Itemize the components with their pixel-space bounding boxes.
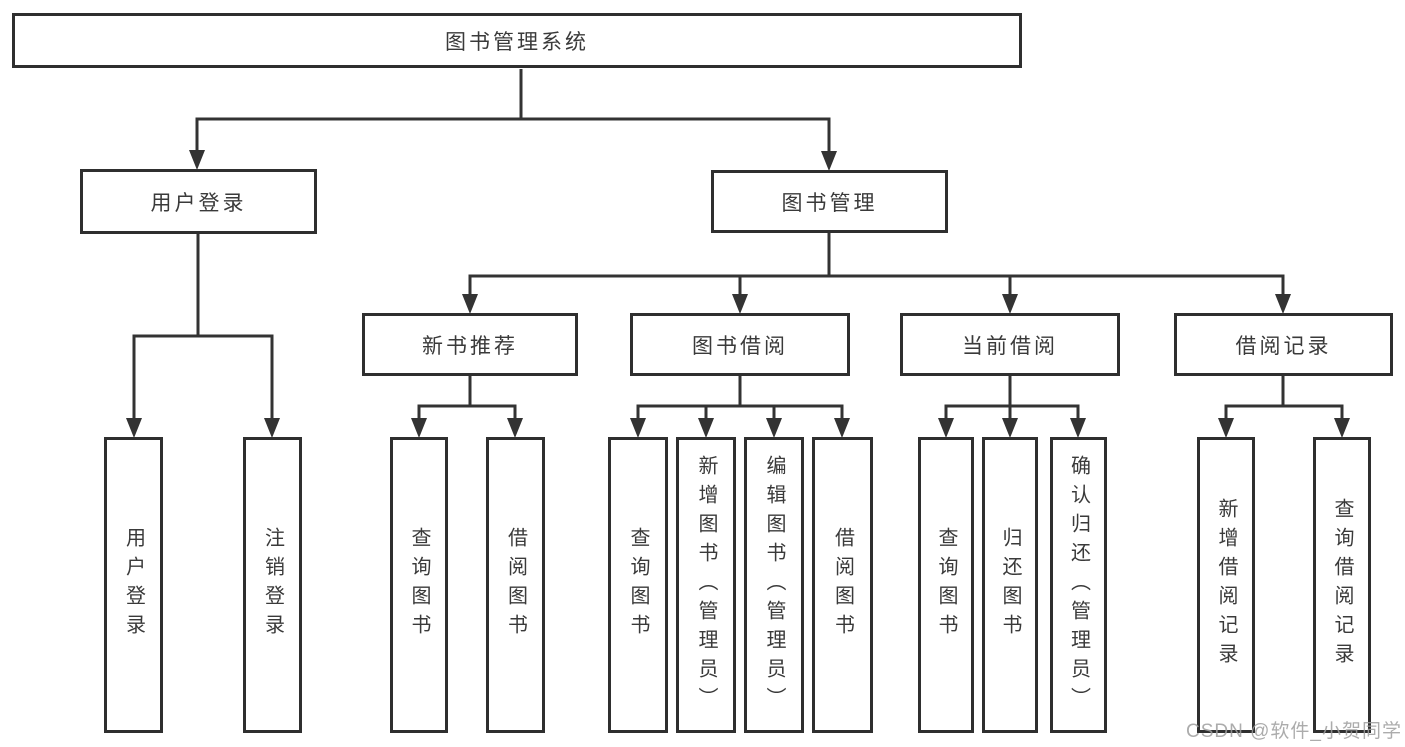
- arrowhead-leaf-query-borrow: [630, 418, 646, 438]
- leaf-borrow-books-newbook: 借阅图书: [486, 437, 545, 733]
- leaf-query-books-borrow-label: 查询图书: [627, 527, 649, 643]
- leaf-logout: 注销登录: [243, 437, 302, 733]
- arrowhead-book-borrow: [732, 294, 748, 314]
- node-book-management: 图书管理: [711, 170, 948, 233]
- arrowhead-leaf-return-books: [1002, 418, 1018, 438]
- arrowhead-new-book: [462, 294, 478, 314]
- leaf-logout-label: 注销登录: [261, 527, 284, 643]
- leaf-borrow-books: 借阅图书: [812, 437, 873, 733]
- node-borrow-records-label: 借阅记录: [1235, 334, 1332, 358]
- arrowhead-current-borrow: [1002, 294, 1018, 314]
- node-user-login-label: 用户登录: [150, 191, 247, 215]
- leaf-edit-books-admin-label: 编辑图书（管理员）: [763, 454, 785, 716]
- node-root-system: 图书管理系统: [12, 13, 1022, 68]
- leaf-query-borrow-record-label: 查询借阅记录: [1331, 498, 1353, 672]
- arrowhead-leaf-logout: [264, 418, 280, 438]
- leaf-confirm-return-admin: 确认归还（管理员）: [1050, 437, 1107, 733]
- leaf-add-borrow-record-label: 新增借阅记录: [1215, 498, 1237, 672]
- leaf-return-books-label: 归还图书: [999, 527, 1021, 643]
- leaf-borrow-books-label: 借阅图书: [831, 527, 854, 643]
- leaf-return-books: 归还图书: [982, 437, 1038, 733]
- node-current-borrow-label: 当前借阅: [962, 334, 1058, 358]
- arrowhead-leaf-borrow-books: [834, 418, 850, 438]
- node-new-book-recommend-label: 新书推荐: [422, 334, 518, 358]
- leaf-query-books-newbook: 查询图书: [390, 437, 448, 733]
- leaf-query-books-borrow: 查询图书: [608, 437, 668, 733]
- arrowhead-leaf-login: [126, 418, 142, 438]
- leaf-add-books-admin-label: 新增图书（管理员）: [695, 454, 717, 716]
- connector-level1-fork: [195, 117, 831, 154]
- arrowhead-leaf-query-record: [1334, 418, 1350, 438]
- connector-new-book-fork: [417, 404, 517, 421]
- node-root-system-label: 图书管理系统: [445, 30, 589, 54]
- leaf-add-borrow-record: 新增借阅记录: [1197, 437, 1255, 733]
- leaf-borrow-books-newbook-label: 借阅图书: [504, 527, 527, 643]
- node-borrow-records: 借阅记录: [1174, 313, 1393, 376]
- leaf-query-books-current-label: 查询图书: [935, 527, 957, 643]
- node-book-borrow: 图书借阅: [630, 313, 850, 376]
- node-user-login: 用户登录: [80, 169, 317, 234]
- leaf-query-borrow-record: 查询借阅记录: [1313, 437, 1371, 733]
- leaf-add-books-admin: 新增图书（管理员）: [676, 437, 736, 733]
- node-new-book-recommend: 新书推荐: [362, 313, 578, 376]
- connector-level2-fork: [468, 274, 1285, 298]
- connector-borrow-record-fork: [1224, 404, 1344, 421]
- arrowhead-borrow-record: [1275, 294, 1291, 314]
- arrowhead-book-management: [821, 151, 837, 171]
- leaf-user-login-label: 用户登录: [122, 527, 145, 643]
- connector-book-borrow-fork: [636, 404, 844, 421]
- arrowhead-leaf-borrow-newbook: [507, 418, 523, 438]
- node-current-borrow: 当前借阅: [900, 313, 1120, 376]
- arrowhead-leaf-query-newbook: [411, 418, 427, 438]
- arrowhead-user-login: [189, 150, 205, 170]
- arrowhead-leaf-query-current: [938, 418, 954, 438]
- connector-user-login-fork: [132, 334, 274, 421]
- leaf-confirm-return-admin-label: 确认归还（管理员）: [1067, 454, 1090, 716]
- arrowhead-leaf-edit-books: [766, 418, 782, 438]
- leaf-edit-books-admin: 编辑图书（管理员）: [744, 437, 804, 733]
- connector-current-borrow-fork: [944, 404, 1080, 421]
- watermark-text: CSDN @软件_小贺同学: [1186, 721, 1402, 742]
- leaf-user-login: 用户登录: [104, 437, 163, 733]
- arrowhead-leaf-add-record: [1218, 418, 1234, 438]
- arrowhead-leaf-add-books: [698, 418, 714, 438]
- leaf-query-books-current: 查询图书: [918, 437, 974, 733]
- arrowhead-leaf-confirm-return: [1070, 418, 1086, 438]
- node-book-borrow-label: 图书借阅: [692, 334, 788, 358]
- node-book-management-label: 图书管理: [781, 191, 878, 215]
- leaf-query-books-newbook-label: 查询图书: [408, 527, 430, 643]
